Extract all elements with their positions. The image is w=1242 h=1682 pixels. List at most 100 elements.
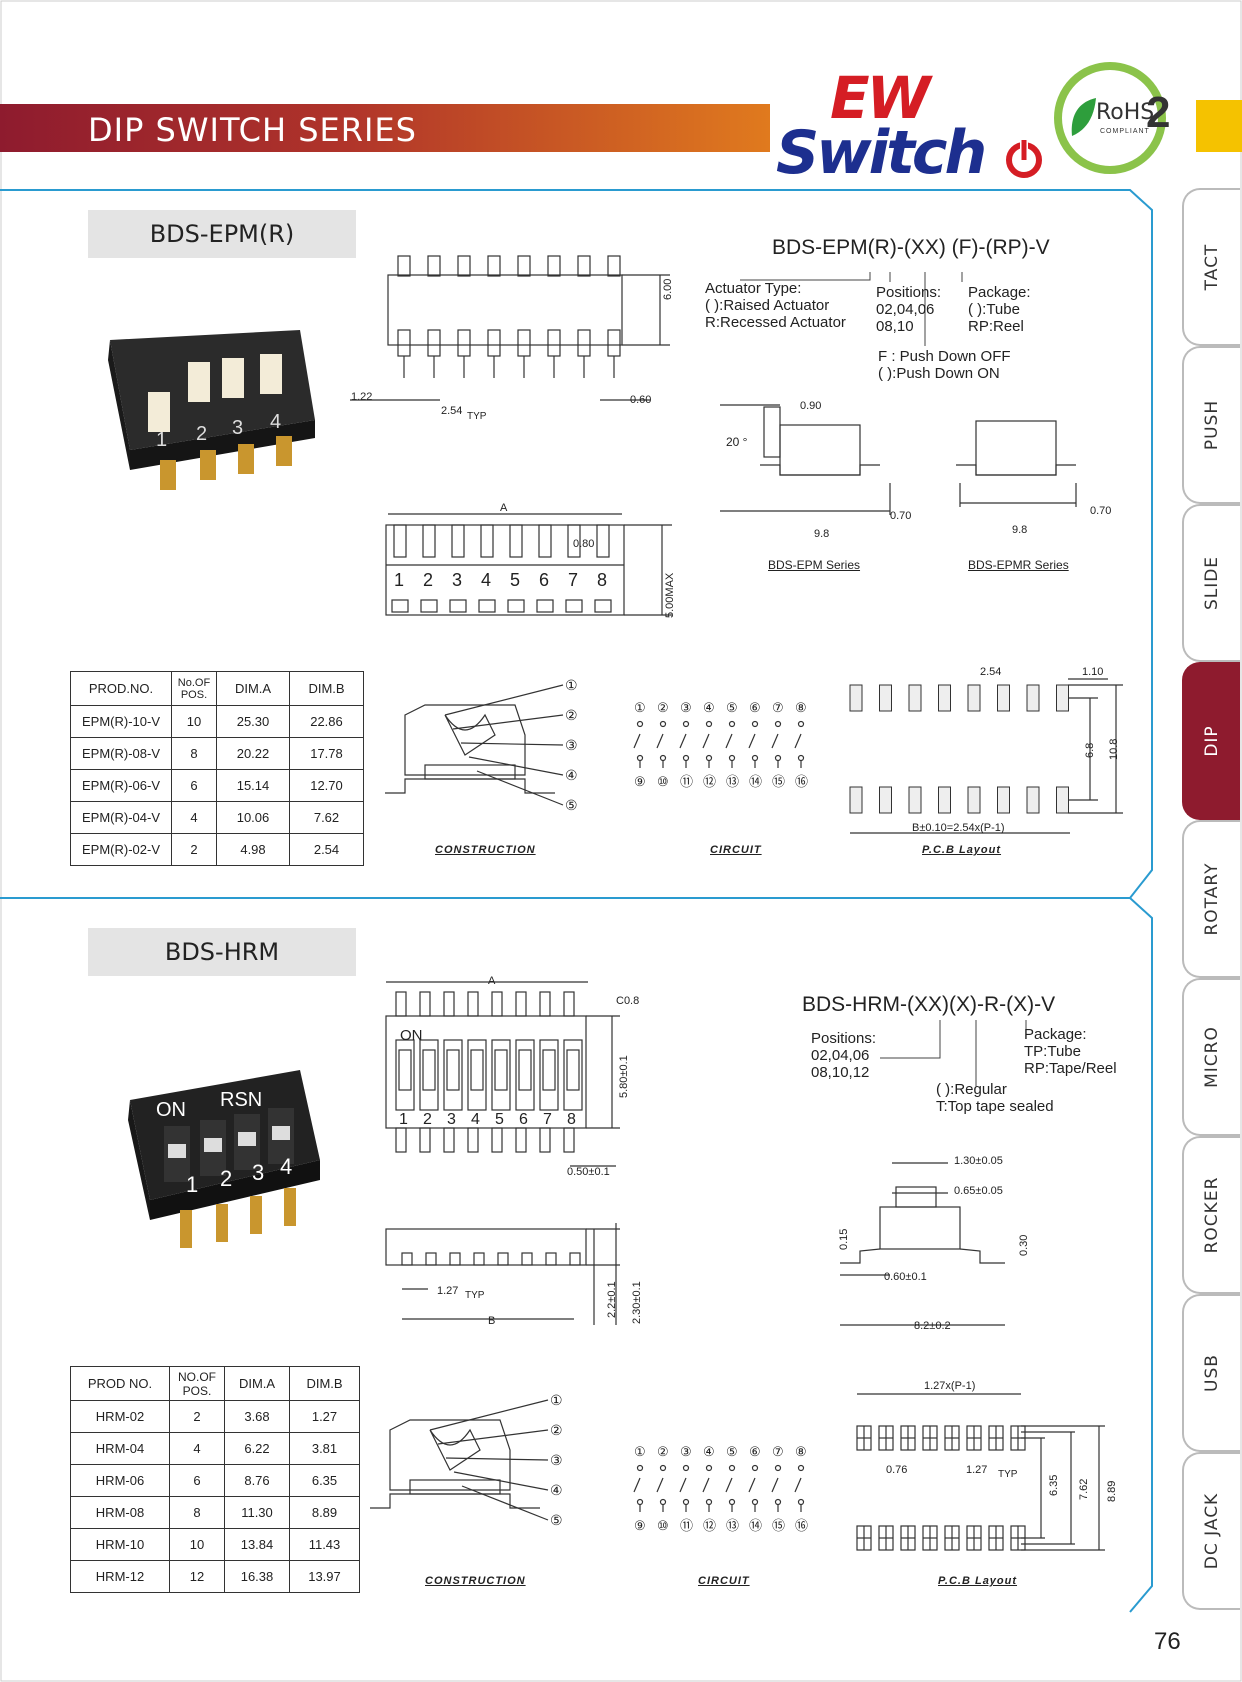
circuit-pin-top: ⑤ xyxy=(726,1444,738,1459)
side-body xyxy=(975,420,1057,476)
circuit-pin-top: ⑧ xyxy=(795,700,807,715)
on-label: ON xyxy=(156,1099,186,1121)
switch-digit: 4 xyxy=(471,1111,480,1128)
body-outline xyxy=(387,274,623,346)
circuit-pin-bottom: ⑪ xyxy=(680,1518,693,1533)
pin-top xyxy=(467,991,479,1017)
slot xyxy=(515,1039,535,1111)
circuit-pin-top: ⑧ xyxy=(795,1444,807,1459)
side-actuator xyxy=(763,406,781,458)
terminal xyxy=(370,1493,540,1509)
pin-bottom xyxy=(563,1127,575,1153)
pad-bottom xyxy=(938,786,951,814)
tab-push[interactable]: PUSH xyxy=(1182,346,1240,504)
dim-label: 0.65±0.05 xyxy=(954,1185,1003,1197)
pin-top xyxy=(563,991,575,1017)
terminal xyxy=(840,1248,1005,1264)
table-cell: 17.78 xyxy=(289,737,364,770)
dim-label: 1.22 xyxy=(351,391,373,403)
switch-digit: 4 xyxy=(481,570,491,590)
circuit-pin-bottom: ⑭ xyxy=(749,774,762,789)
pin xyxy=(391,599,409,613)
circuit-pin-top: ② xyxy=(657,700,669,715)
pin-bottom xyxy=(491,1127,503,1153)
positions: Positions: 02,04,06 08,10,12 xyxy=(811,1030,877,1081)
caption: CIRCUIT xyxy=(698,1575,750,1587)
pin-bottom xyxy=(517,329,531,357)
pin xyxy=(507,599,525,613)
switch-contact xyxy=(725,1477,733,1493)
rohs-compliant: COMPLIANT xyxy=(1100,128,1150,135)
switch-digit: 4 xyxy=(270,411,281,433)
dim-label: 1.27x(P-1) xyxy=(924,1380,976,1392)
tab-rocker[interactable]: ROCKER xyxy=(1182,1136,1240,1294)
actuator xyxy=(444,713,496,756)
side-body xyxy=(779,424,861,476)
dim-label: 0.70 xyxy=(890,510,912,522)
table-header: DIM.A xyxy=(224,1366,290,1401)
circuit-pin-bottom: ⑫ xyxy=(703,1518,716,1533)
tab-rotary[interactable]: ROTARY xyxy=(1182,820,1240,978)
tab-slide[interactable]: SLIDE xyxy=(1182,504,1240,662)
dim-label: A xyxy=(500,502,508,514)
dim-label: 9.8 xyxy=(814,528,830,540)
leader xyxy=(429,1399,549,1431)
pin-bottom xyxy=(397,329,411,357)
actuator xyxy=(566,1049,580,1091)
pin xyxy=(497,1252,509,1266)
table-header: PROD NO. xyxy=(70,1366,170,1401)
switch-contact xyxy=(794,1477,802,1493)
leader xyxy=(468,756,564,776)
switch-digit: 5 xyxy=(495,1111,504,1128)
switch-digit: 3 xyxy=(252,1160,264,1185)
tab-micro[interactable]: MICRO xyxy=(1182,978,1240,1136)
tab-dc-jack[interactable]: DC JACK xyxy=(1182,1452,1240,1610)
table-cell: 16.38 xyxy=(224,1560,290,1593)
table-cell: EPM(R)-10-V xyxy=(70,705,172,738)
pin-top xyxy=(517,255,531,277)
leader xyxy=(445,1457,549,1461)
tab-usb[interactable]: USB xyxy=(1182,1294,1240,1452)
caption: P.C.B Layout xyxy=(938,1575,1018,1587)
switch-digit: 8 xyxy=(597,570,607,590)
circuit-pin-top: ③ xyxy=(680,1444,692,1459)
section-title-bar: BDS-HRM xyxy=(88,928,356,976)
switch-digit: 7 xyxy=(568,570,578,590)
tab-dip[interactable]: DIP xyxy=(1182,662,1240,820)
rohs-badge: RoHS 2 COMPLIANT xyxy=(1054,62,1170,174)
table-cell: EPM(R)-08-V xyxy=(70,737,172,770)
switch-digit: 5 xyxy=(510,570,520,590)
dim-label: C0.8 xyxy=(616,995,640,1007)
dim-label: 0.60±0.1 xyxy=(884,1271,927,1283)
dim-label: B±0.10=2.54x(P-1) xyxy=(912,822,1005,834)
circuit-pin-top: ⑦ xyxy=(772,1444,784,1459)
actuator xyxy=(451,524,465,558)
table-cell: 12 xyxy=(169,1560,225,1593)
part-code: BDS-EPM(R)-(XX) (F)-(RP)-V xyxy=(772,236,1050,259)
pin xyxy=(594,599,612,613)
dim-label: A xyxy=(488,975,496,987)
callout-number: ⑤ xyxy=(550,1512,563,1528)
dim-label: TYP xyxy=(465,1290,485,1301)
tab-tact[interactable]: TACT xyxy=(1182,188,1240,346)
slot xyxy=(419,1039,439,1111)
pad-top xyxy=(849,684,863,712)
package: Package: TP:Tube RP:Tape/Reel xyxy=(1024,1026,1117,1077)
tab-label: SLIDE xyxy=(1202,555,1222,611)
epm-top-drawing xyxy=(350,255,670,401)
pin-bottom xyxy=(487,329,501,357)
switch-digit: 2 xyxy=(220,1166,232,1191)
switch-digit: 6 xyxy=(539,570,549,590)
pin-top xyxy=(395,991,407,1017)
dim-label: 0.30 xyxy=(1018,1234,1030,1256)
table-cell: 6.35 xyxy=(289,1464,360,1497)
actuator xyxy=(518,1049,532,1091)
slot xyxy=(539,1039,559,1111)
pad-top xyxy=(908,684,922,712)
dim-label: 0.90 xyxy=(800,400,822,412)
